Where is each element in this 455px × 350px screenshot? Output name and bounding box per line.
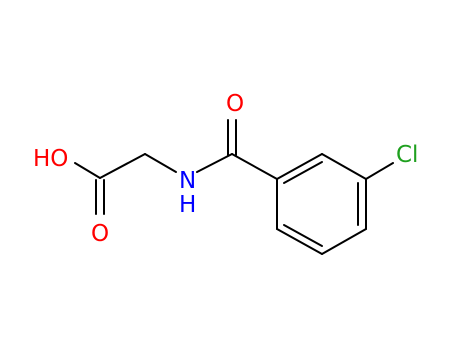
ring-bond-5 xyxy=(276,228,323,255)
ring-bond-2 xyxy=(321,153,367,180)
hydroxyl-label: HO xyxy=(33,146,68,172)
ring-inner-bond-3 xyxy=(283,224,323,247)
ring-bond-4 xyxy=(321,228,367,255)
bond-ring-cl xyxy=(365,162,394,180)
chlorine-label: Cl xyxy=(396,142,418,168)
bond-acid-c-ch2 xyxy=(99,153,146,179)
bond-ho-c xyxy=(74,162,101,179)
bond-ch2-n xyxy=(144,153,177,173)
carboxylic-acid-group: HO O xyxy=(33,146,146,247)
amide-nitrogen-label: N xyxy=(179,168,196,194)
amide-carbonyl-oxygen-label: O xyxy=(226,91,244,117)
acid-carbonyl-oxygen-label: O xyxy=(91,221,109,247)
bond-n-c xyxy=(196,153,233,173)
bond-amide-c-ring xyxy=(231,153,278,180)
amide-hydrogen-label: H xyxy=(179,192,196,218)
ring-bond-1 xyxy=(276,153,323,180)
amide-group: N H O xyxy=(144,91,278,218)
chloro-group: Cl xyxy=(365,142,418,180)
benzene-ring xyxy=(276,153,367,255)
ring-inner-bond-1 xyxy=(283,161,323,184)
